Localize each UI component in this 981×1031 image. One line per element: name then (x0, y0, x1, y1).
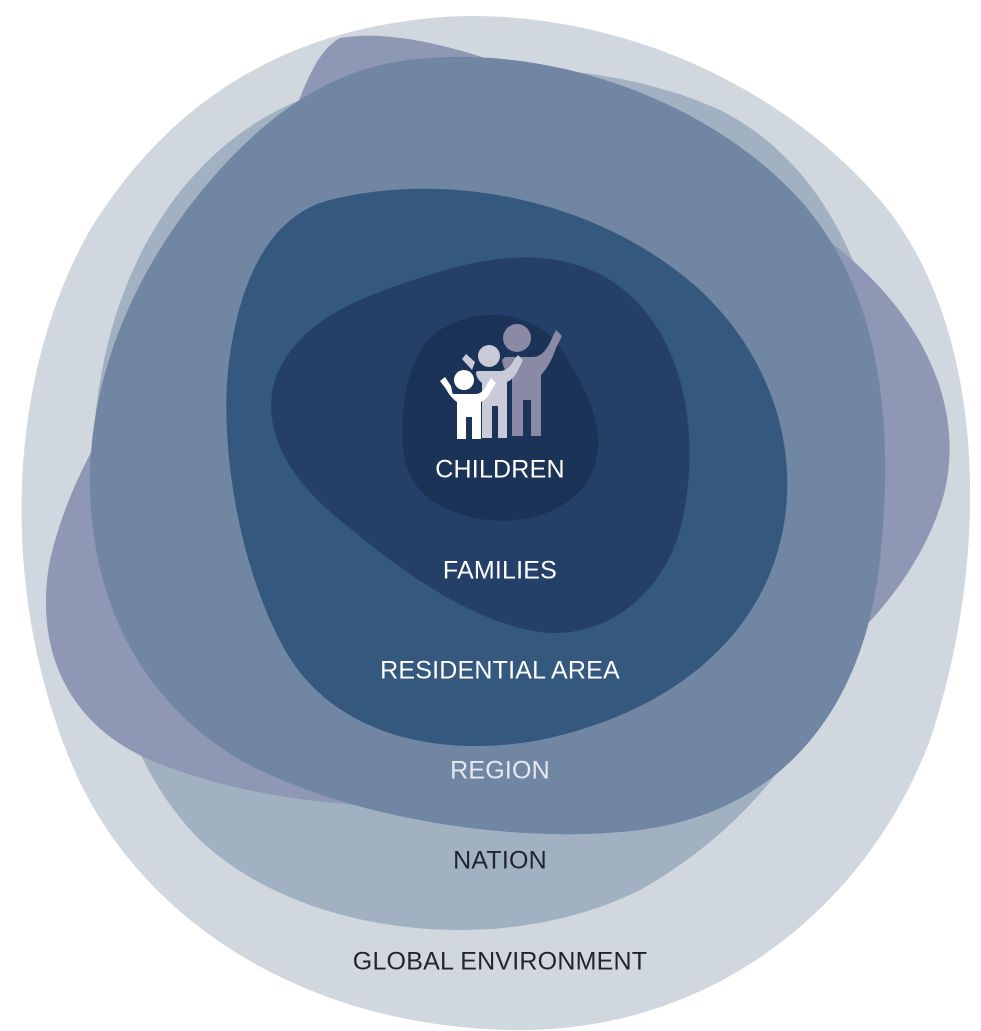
nation-label: NATION (453, 847, 547, 875)
child-figure (440, 370, 496, 439)
families-label: FAMILIES (443, 557, 557, 585)
children-label: CHILDREN (435, 456, 564, 484)
adult-figure (502, 324, 562, 436)
region-label: REGION (450, 757, 550, 785)
global-environment-label: GLOBAL ENVIRONMENT (353, 948, 647, 976)
family-icon (440, 324, 562, 439)
residential-area-label: RESIDENTIAL AREA (380, 657, 620, 685)
teen-figure (462, 345, 523, 438)
